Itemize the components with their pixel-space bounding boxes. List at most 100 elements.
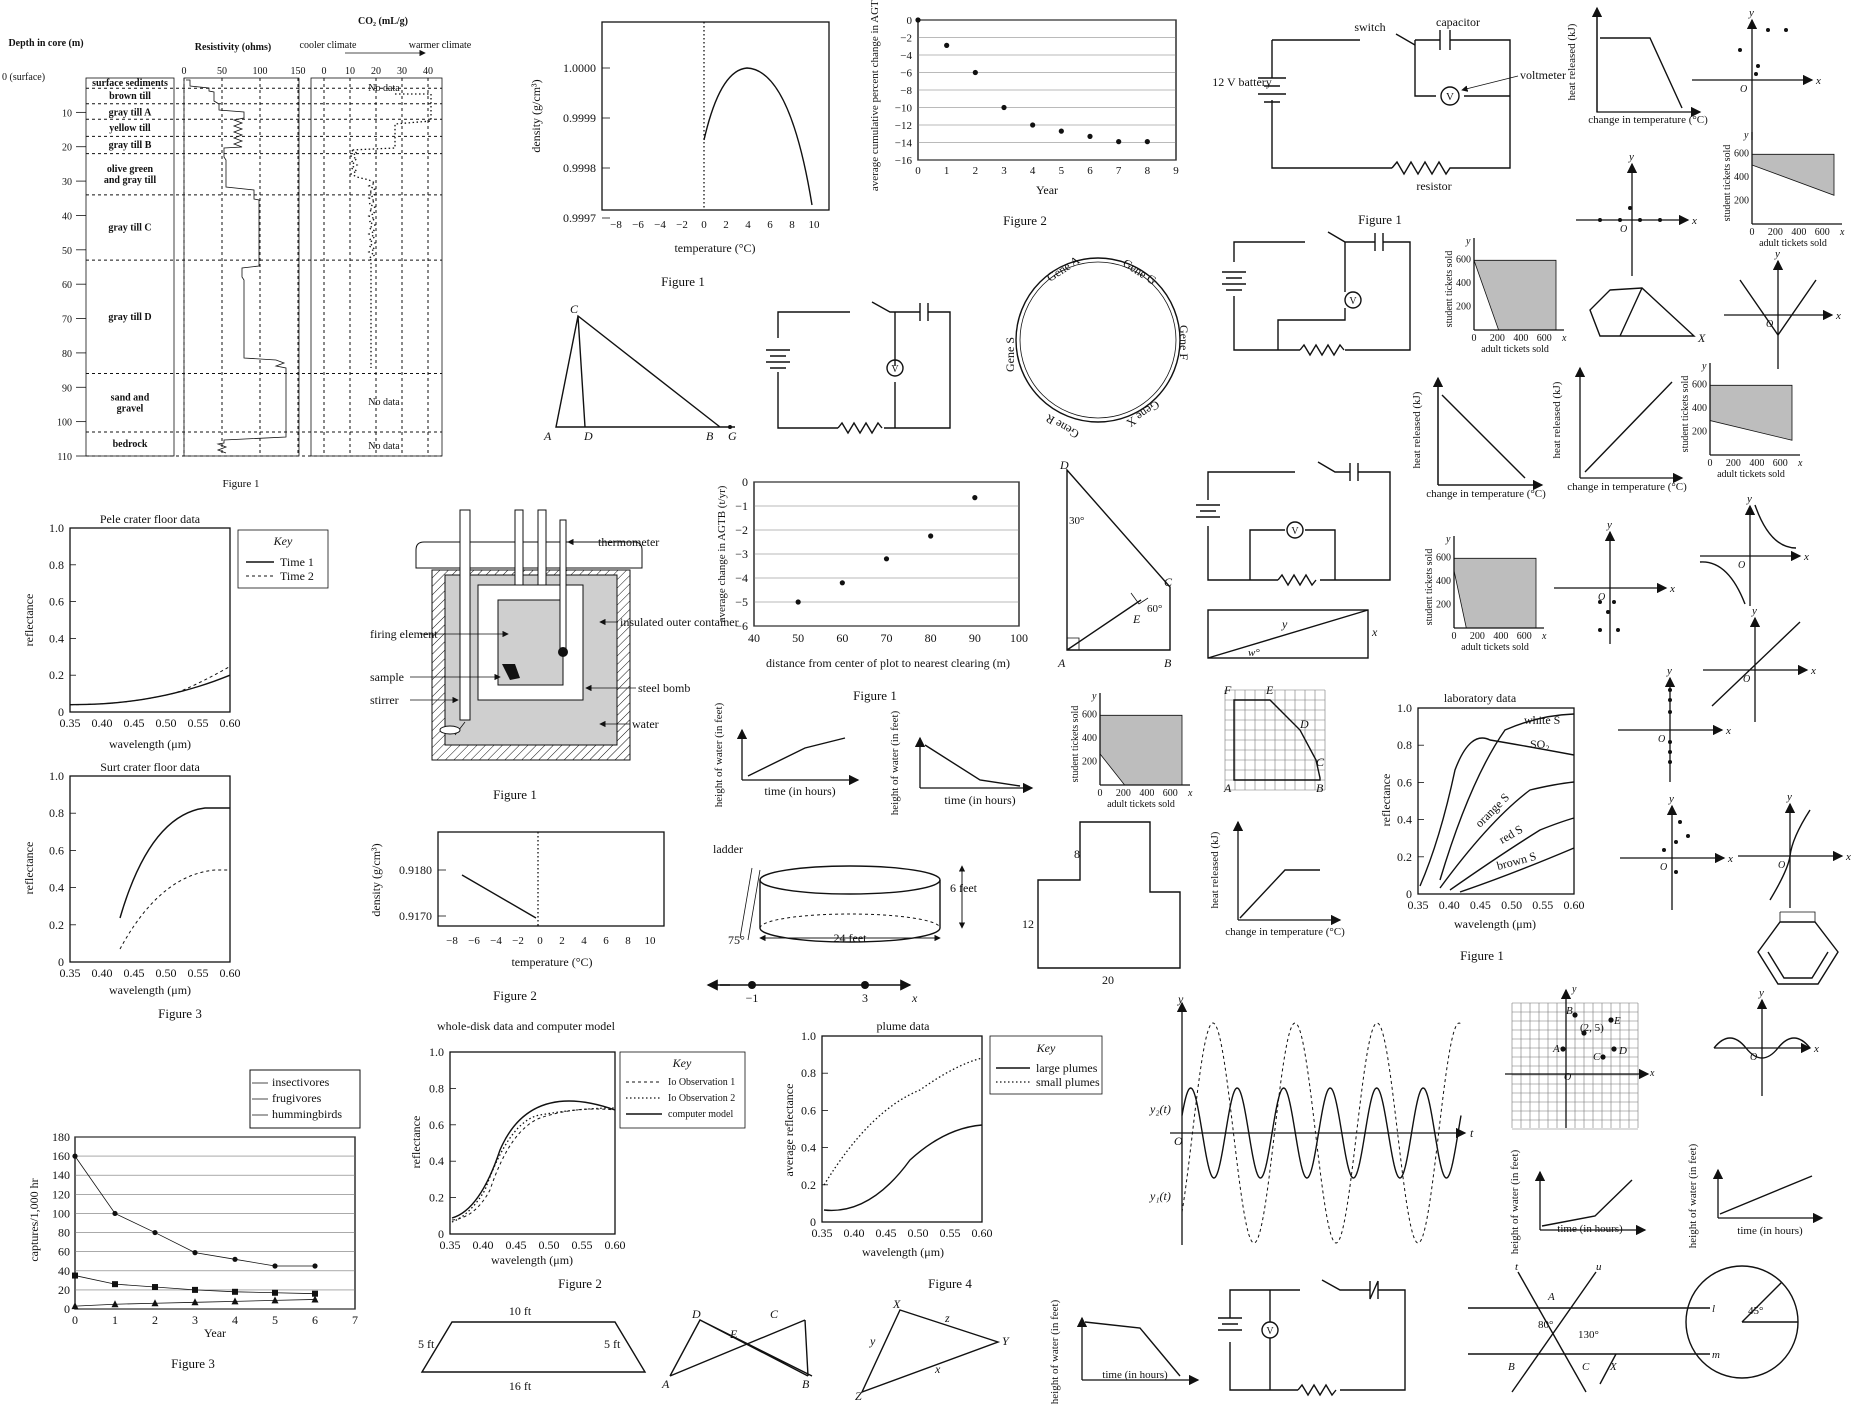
triangle-xyz: X Y Z z y x (855, 1297, 1010, 1403)
xyz-z: Z (855, 1389, 862, 1403)
tickets-xlabel: adult tickets sold (1481, 344, 1549, 355)
agtb2-ytick: −1 (735, 499, 748, 513)
tickets-ytick: 200 (1082, 757, 1097, 768)
water-graph-2: height of water (in feet) time (in hours… (889, 710, 1034, 815)
birds-ylabel: captures/1,000 hr (27, 1178, 41, 1261)
refl-ytick: 0.8 (801, 1066, 816, 1080)
agtb1-point (1030, 122, 1036, 128)
bomb-stirrer-label: stirrer (370, 693, 399, 707)
refl-xtick: 0.45 (124, 716, 145, 730)
core-depth-tick: 80 (62, 349, 72, 360)
agtb2-point (795, 599, 801, 605)
core-layer-label: sand and (111, 393, 150, 404)
core-layer-label: olive green (107, 164, 154, 175)
tri1-c: C (570, 302, 579, 316)
grid-y: y (1571, 984, 1577, 995)
water4-ylabel: height of water (in feet) (1687, 1143, 1699, 1248)
tickets-y: y (1445, 534, 1451, 545)
xyz-lz: z (944, 1311, 950, 1325)
core-co2-tick: 30 (397, 66, 407, 77)
refl-xtick: 0.35 (1408, 898, 1429, 912)
surt-time2-line (119, 869, 230, 950)
cross-c: C (770, 1307, 779, 1321)
birds-figure-label: Figure 3 (171, 1356, 215, 1371)
lab-ylabel: reflectance (1379, 774, 1393, 827)
tickets-xtick: 0 (1708, 458, 1713, 469)
circuit3-v: V (1349, 296, 1357, 307)
bomb-calorimeter: thermometer insulated outer container fi… (370, 509, 739, 802)
refl-ytick: 1.0 (1397, 701, 1412, 715)
density1-xtick: −6 (632, 219, 644, 231)
core-depth-tick: 90 (62, 383, 72, 394)
tickets-xtick: 400 (1791, 227, 1806, 238)
density2-ylabel: density (g/cm³) (369, 843, 383, 916)
bird-point (271, 1296, 279, 1304)
tickets-xlabel: adult tickets sold (1759, 238, 1827, 249)
battery-label: 12 V battery (1212, 75, 1272, 89)
core-layer-label: gray till C (108, 222, 151, 233)
mini-o: O (1598, 592, 1605, 603)
rectw-w: w° (1248, 647, 1260, 659)
mini-axes: xyO (1692, 7, 1821, 140)
mini-y: y (1786, 791, 1792, 803)
circuit-figure-1: V switch capacitor voltmeter 12 V batter… (1212, 15, 1566, 227)
mini-point (1678, 820, 1682, 824)
density-curve (703, 67, 813, 206)
lab-white-s: white S (1524, 713, 1560, 727)
density2-ytick: 0.9170 (399, 909, 432, 923)
refl-xtick: 0.50 (539, 1238, 560, 1252)
density2-xtick: −8 (446, 935, 458, 947)
birds-ytick: 0 (64, 1302, 70, 1316)
refl-xtick: 0.55 (188, 966, 209, 980)
birds-xtick: 4 (232, 1313, 238, 1327)
io-legend-3: computer model (668, 1109, 733, 1120)
density1-xtick: −2 (676, 219, 688, 231)
refl-xtick: 0.60 (220, 966, 241, 980)
io-figure: whole-disk data and computer model 00.20… (409, 1019, 746, 1291)
mini-o: O (1778, 860, 1785, 871)
agtb1-point (1001, 104, 1007, 111)
birds-ytick: 120 (52, 1187, 70, 1201)
core-layer-label: yellow till (109, 123, 151, 134)
core-figure: Depth in core (m) Resistivity (ohms) CO₂… (2, 16, 472, 490)
density1-xlabel: temperature (°C) (674, 241, 755, 255)
lab-title: laboratory data (1444, 691, 1517, 705)
mini-x: x (1803, 551, 1809, 563)
refl-xtick: 0.45 (124, 966, 145, 980)
bird-point (231, 1297, 239, 1305)
bird-point (311, 1295, 319, 1303)
plume-ylabel: average reflectance (782, 1084, 796, 1177)
mini-point (1738, 48, 1742, 52)
rectangle-diagonal: y x w° (1207, 609, 1378, 659)
waves-figure: y₂(t) y₁(t) t y O (1149, 992, 1474, 1245)
xyz-x: X (892, 1297, 901, 1311)
mini-point (1784, 28, 1788, 32)
refl-ytick: 0.4 (1397, 813, 1412, 827)
mini-point (1618, 218, 1622, 222)
core-layer-label: gravel (117, 404, 144, 415)
water1-ylabel: height of water (in feet) (713, 702, 725, 807)
tickets-ytick: 600 (1456, 255, 1471, 266)
tickets-ytick: 600 (1692, 380, 1707, 391)
surt-xlabel: wavelength (μm) (109, 983, 191, 997)
circuit-figure-5: V (1218, 1279, 1406, 1397)
refl-ytick: 0 (58, 705, 64, 719)
plume-figure-label: Figure 4 (928, 1276, 972, 1291)
mini-o: O (1658, 734, 1665, 745)
water4-xlabel: time (in hours) (1737, 1225, 1803, 1237)
mini-x: x (1810, 665, 1816, 677)
mini-axes: xyO (1738, 791, 1851, 908)
mini-x: x (1815, 75, 1821, 87)
density1-xtick: 10 (809, 219, 821, 231)
refl-ytick: 0.6 (801, 1103, 816, 1117)
core-co2-tick: 40 (423, 66, 433, 77)
poly-b: B (1316, 781, 1324, 795)
tri2-c: C (1164, 575, 1173, 589)
water3-xlabel: time (in hours) (1557, 1223, 1623, 1235)
core-depth-tick: 110 (57, 452, 72, 463)
io-ylabel: reflectance (409, 1116, 423, 1169)
refl-ytick: 0.8 (429, 1081, 444, 1095)
bomb-firing-label: firing element (370, 627, 438, 641)
